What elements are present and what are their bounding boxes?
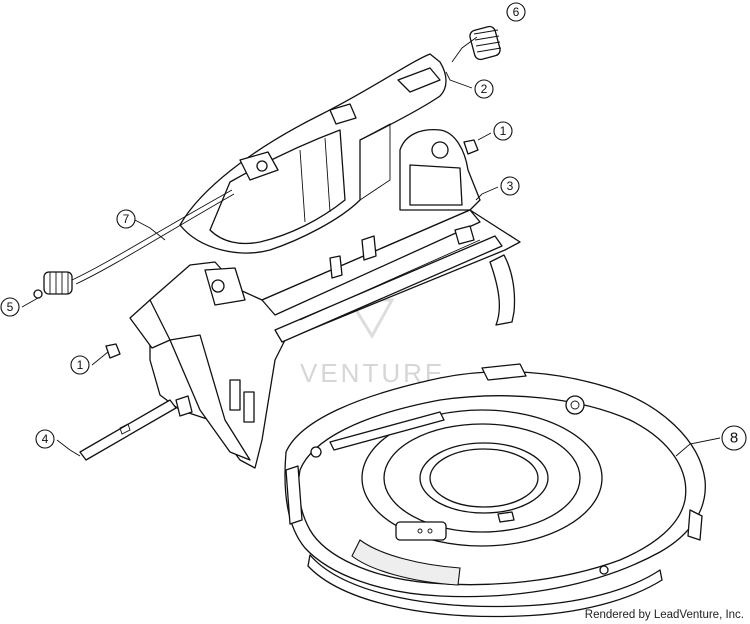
callout-8: 8 [721,425,747,451]
deck-part [284,363,706,618]
svg-text:8: 8 [730,430,738,447]
rod-part [79,399,177,461]
callout-2: 2 [474,79,494,99]
svg-text:5: 5 [7,300,14,314]
svg-text:1: 1 [77,358,84,372]
leader-lines [21,36,721,457]
rear-shield-part [179,53,447,254]
render-credit: Rendered by LeadVenture, Inc. [584,609,744,621]
spring-right-part [469,25,502,61]
frame-part [129,129,521,469]
nut-upper-part [463,139,479,155]
svg-text:7: 7 [123,212,130,226]
callout-1-lower: 1 [70,355,90,375]
svg-text:6: 6 [513,5,520,19]
nut-lower-part [105,343,121,359]
callout-6: 6 [506,2,526,22]
svg-text:1: 1 [500,124,507,138]
svg-text:2: 2 [481,82,488,96]
callout-1-upper: 1 [493,121,513,141]
callout-7: 7 [116,209,136,229]
callout-5: 5 [0,297,20,317]
svg-text:4: 4 [42,432,49,446]
cable-part [71,189,235,285]
callout-4: 4 [35,429,55,449]
svg-text:3: 3 [507,179,514,193]
callout-3: 3 [500,176,520,196]
spring-left-part [33,271,73,299]
